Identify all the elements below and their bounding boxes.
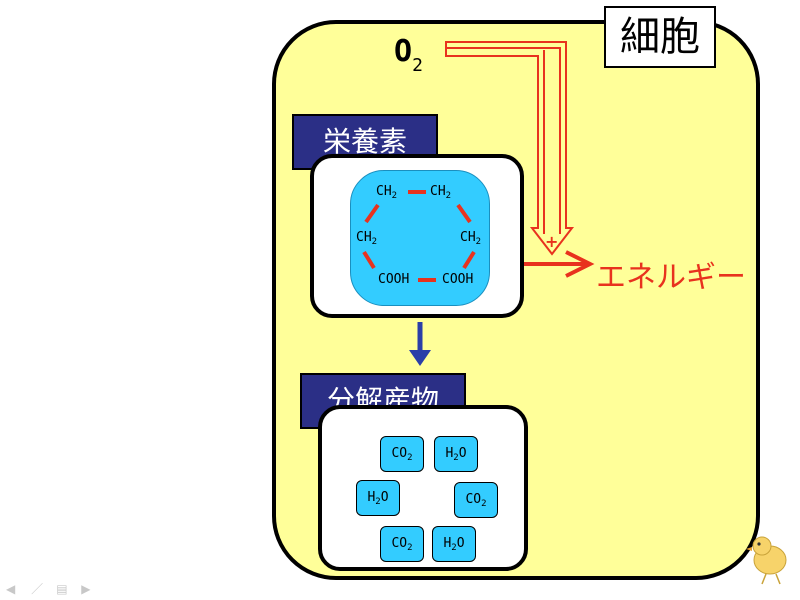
- bond: [362, 250, 376, 270]
- molecule-group-ch2: CH2: [356, 230, 378, 247]
- bond: [462, 250, 476, 270]
- oxygen-arrow: [445, 41, 575, 256]
- previous-icon[interactable]: ◀: [6, 582, 16, 596]
- oxygen-symbol: O: [394, 34, 413, 69]
- bond: [456, 203, 472, 224]
- slide-nav[interactable]: ◀ ／ ▤ ▶: [6, 578, 101, 597]
- energy-label: エネルギー: [596, 260, 746, 295]
- pen-icon[interactable]: ／: [31, 582, 44, 596]
- product-item: H2O: [432, 526, 476, 562]
- oxygen-subscript: 2: [412, 55, 423, 76]
- molecule-group-ch2: CH2: [430, 184, 452, 201]
- oxygen-arrow-inner: [446, 47, 561, 234]
- molecule-group-ch2: CH2: [460, 230, 482, 247]
- product-item: CO2: [380, 526, 424, 562]
- molecule-group-ch2: CH2: [376, 184, 398, 201]
- molecule-group-cooh: COOH: [378, 272, 410, 287]
- product-item: H2O: [434, 436, 478, 472]
- decomposition-arrowhead: [409, 350, 431, 366]
- product-item: CO2: [380, 436, 424, 472]
- molecule-group-cooh: COOH: [442, 272, 474, 287]
- menu-icon[interactable]: ▤: [56, 582, 68, 596]
- energy-arrowhead: [565, 250, 595, 278]
- next-icon[interactable]: ▶: [81, 582, 91, 596]
- product-item: H2O: [356, 480, 400, 516]
- cell-title: 細胞: [604, 6, 716, 68]
- plus-sign: +: [545, 232, 559, 251]
- oxygen-label: O2: [394, 34, 423, 76]
- bond: [364, 203, 380, 224]
- product-item: CO2: [454, 482, 498, 518]
